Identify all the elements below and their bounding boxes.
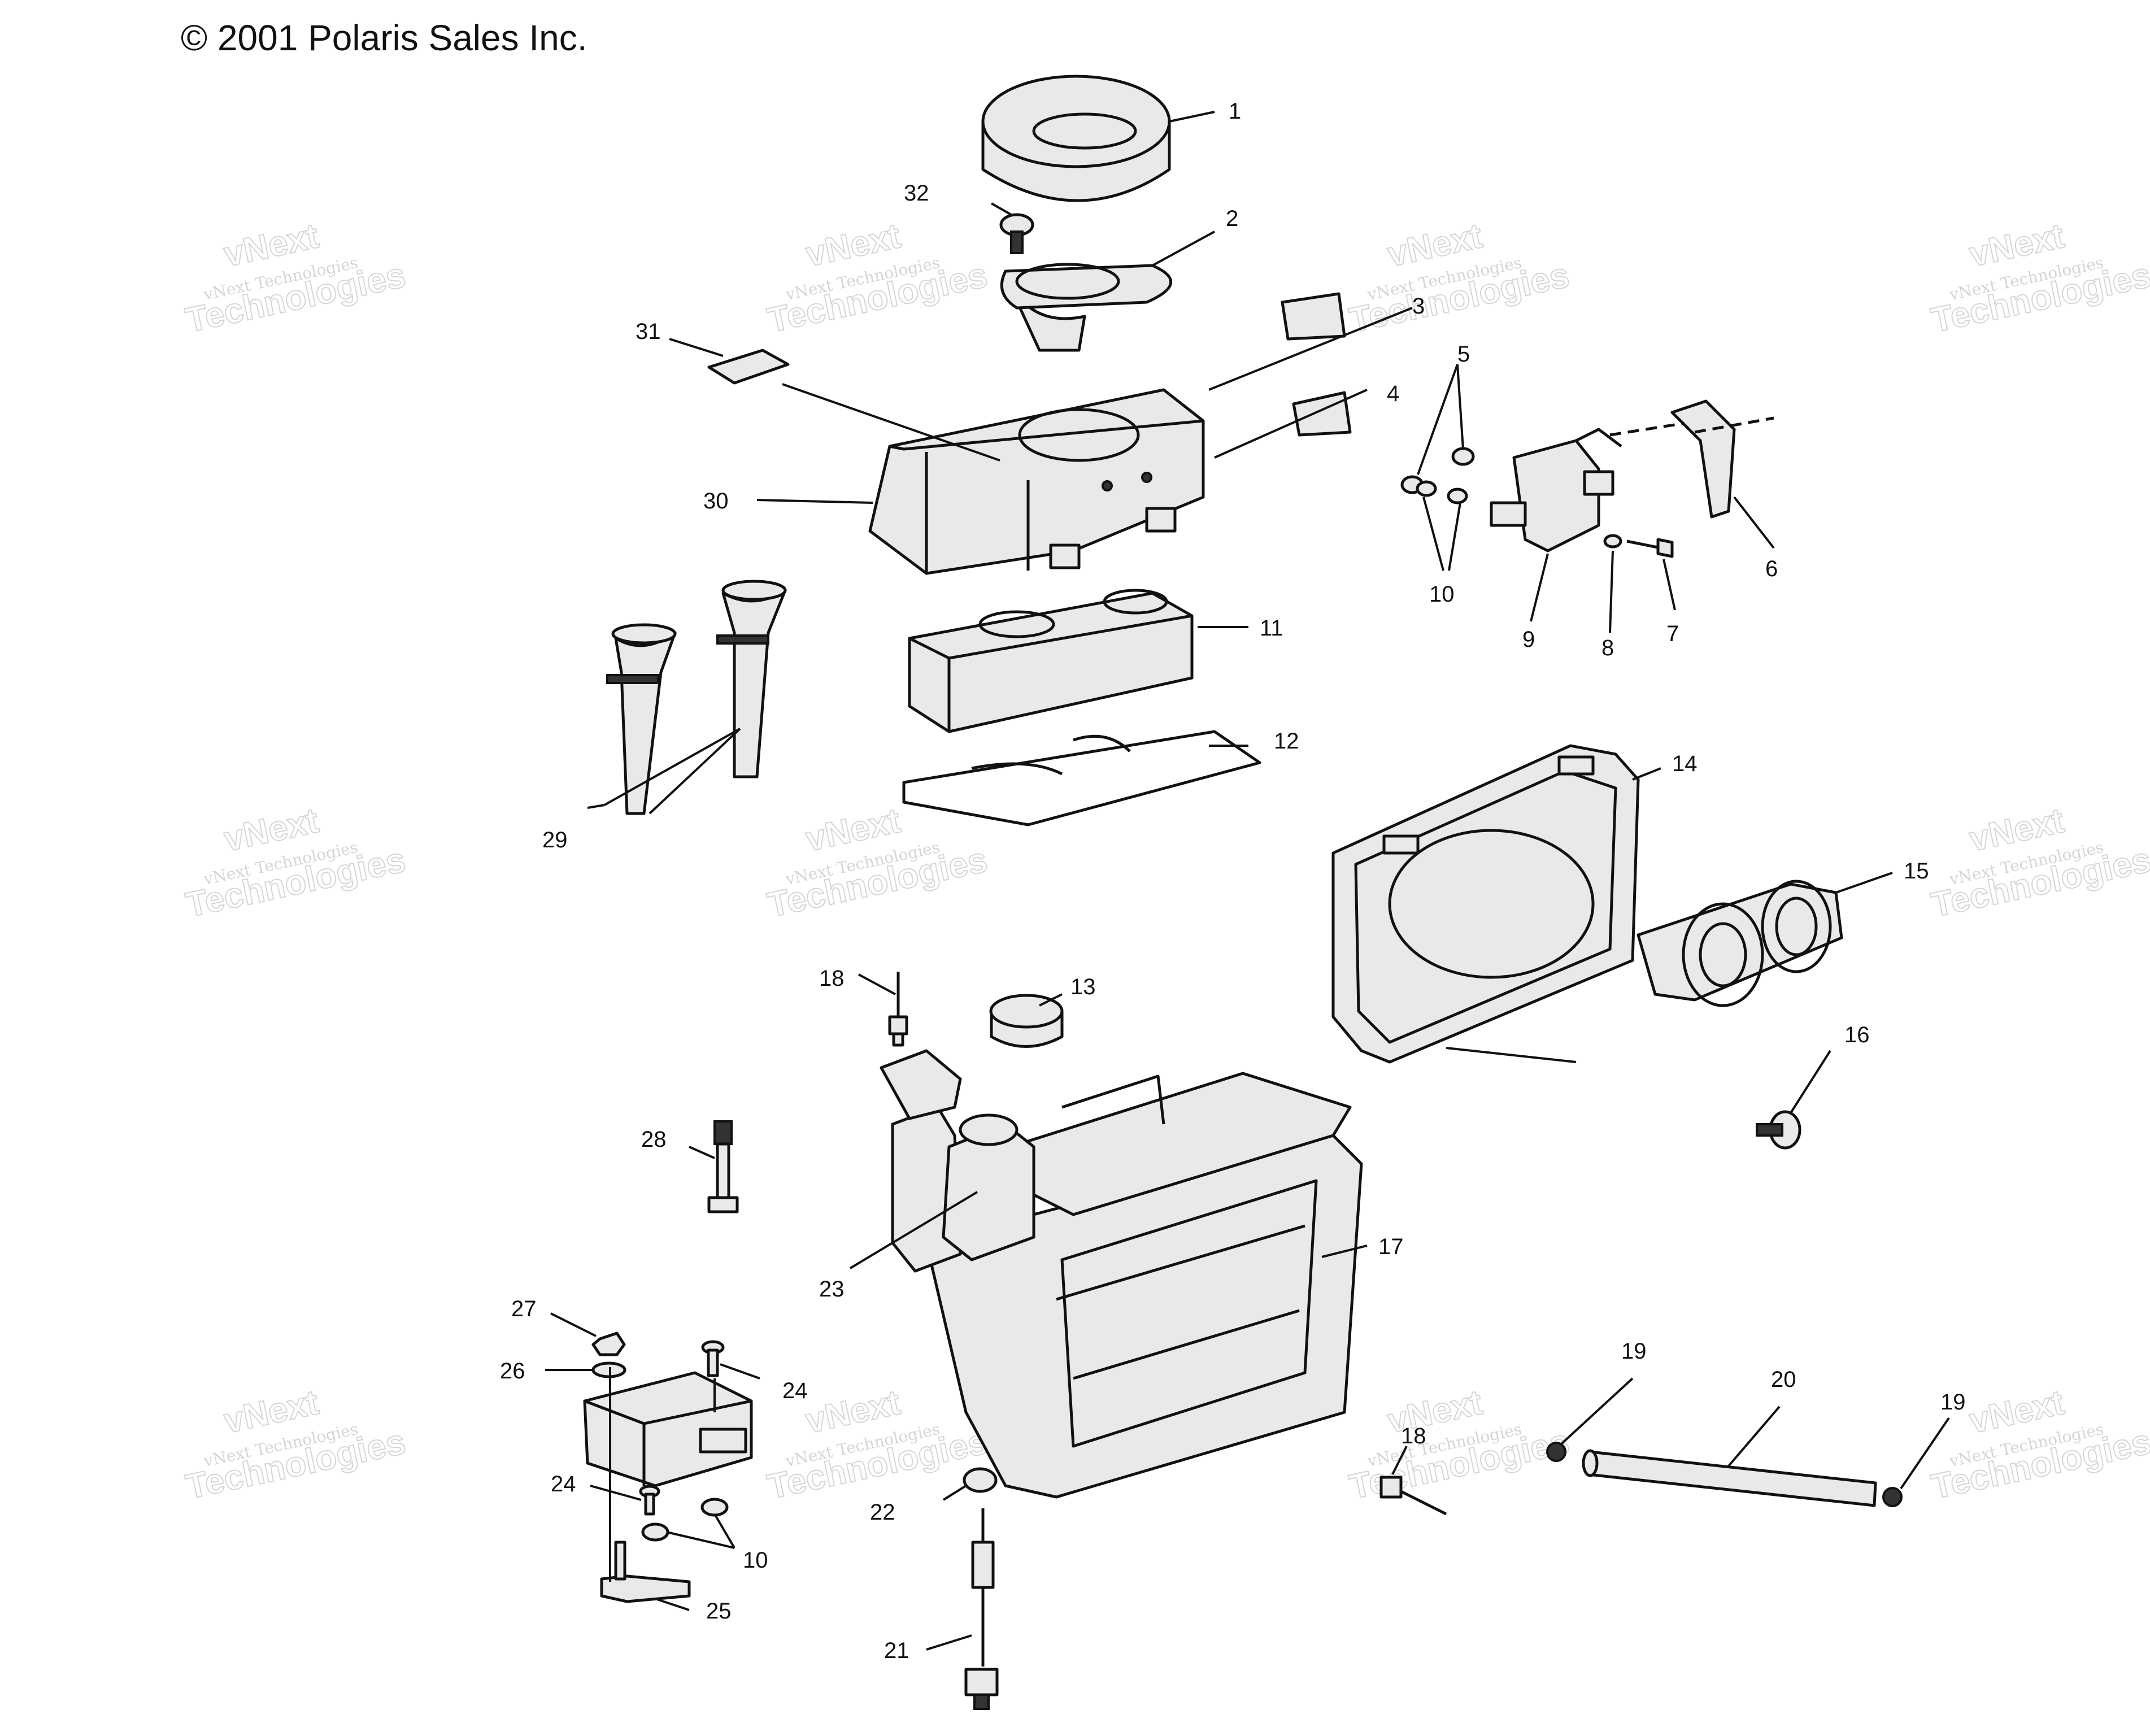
callout-19-right: 19 — [1940, 1390, 1966, 1415]
callout-9: 9 — [1522, 627, 1535, 652]
callout-4: 4 — [1387, 381, 1399, 406]
part-24-screw-bottom — [639, 1485, 660, 1516]
callout-15: 15 — [1904, 859, 1929, 884]
callout-28: 28 — [641, 1127, 667, 1152]
callout-23: 23 — [819, 1277, 845, 1302]
part-3-decal — [1281, 292, 1346, 341]
callout-11: 11 — [1260, 616, 1283, 641]
part-8-washer — [1603, 534, 1622, 549]
part-6-bracket — [1670, 399, 1774, 519]
part-7-bolt — [1626, 538, 1674, 558]
callout-6: 6 — [1765, 556, 1778, 581]
callout-13: 13 — [1070, 974, 1096, 999]
leader-lines — [545, 111, 1950, 1651]
part-14-airbox-housing — [1331, 744, 1640, 1064]
callout-30: 30 — [703, 489, 729, 514]
part-29-intake-horns — [606, 580, 787, 815]
callout-24-lower: 24 — [551, 1472, 576, 1496]
part-25-bracket — [600, 1541, 691, 1603]
callout-10-lower: 10 — [743, 1548, 768, 1573]
callout-27: 27 — [511, 1296, 537, 1321]
part-20-hose — [1582, 1449, 1877, 1507]
callout-12: 12 — [1274, 729, 1299, 754]
part-11-foam-filter — [908, 589, 1194, 733]
callout-21: 21 — [884, 1638, 909, 1663]
callout-14: 14 — [1672, 751, 1698, 776]
part-23-oil-reservoir — [880, 1049, 1035, 1273]
callout-16: 16 — [1844, 1023, 1870, 1047]
callout-18-top: 18 — [819, 966, 845, 991]
callout-25: 25 — [706, 1599, 732, 1624]
part-2-intake-flange — [1000, 263, 1172, 352]
part-9-ignition-coil — [1490, 416, 1718, 552]
callout-31: 31 — [636, 319, 661, 344]
part-4-decal — [1292, 391, 1352, 437]
callout-32: 32 — [904, 181, 929, 206]
callout-3: 3 — [1412, 294, 1425, 319]
part-15-outlet-duct — [1637, 880, 1843, 1007]
callout-29: 29 — [542, 828, 568, 852]
part-24-screw-top — [701, 1340, 725, 1377]
callout-labels: 1 2 3 4 5 6 7 8 9 10 11 12 13 14 15 16 1… — [500, 99, 1966, 1663]
part-10-grommets — [641, 1498, 729, 1542]
part-27-nut — [591, 1332, 626, 1356]
callout-10-upper: 10 — [1429, 582, 1455, 607]
part-19-clamp-right — [1882, 1487, 1903, 1507]
callout-1: 1 — [1229, 99, 1241, 124]
callout-5: 5 — [1457, 342, 1470, 367]
part-10-washers — [1416, 480, 1468, 504]
callout-24-upper: 24 — [782, 1378, 808, 1403]
callout-20: 20 — [1771, 1367, 1796, 1392]
part-31-decal — [707, 349, 790, 385]
callout-17: 17 — [1378, 1234, 1404, 1259]
part-21-sensor-wire — [964, 1508, 999, 1710]
callout-2: 2 — [1226, 206, 1238, 231]
part-13-cap — [989, 994, 1064, 1048]
part-5-nuts — [1400, 447, 1475, 494]
part-12-gasket — [902, 730, 1261, 826]
part-22-grommet — [963, 1467, 998, 1493]
part-28-strap — [707, 1120, 739, 1213]
callout-18-right: 18 — [1401, 1424, 1426, 1448]
part-19-clamp-left — [1546, 1442, 1566, 1462]
part-1-foam-ring — [981, 75, 1171, 202]
copyright-notice: © 2001 Polaris Sales Inc. — [181, 18, 587, 58]
part-18-push-pin — [888, 972, 908, 1047]
callout-7: 7 — [1666, 621, 1679, 646]
callout-22: 22 — [870, 1500, 895, 1525]
callout-19-left: 19 — [1621, 1339, 1647, 1364]
part-32-push-rivet — [999, 213, 1034, 254]
part-18-push-pin-right — [1379, 1476, 1447, 1516]
callout-26: 26 — [500, 1359, 525, 1383]
callout-8: 8 — [1601, 636, 1614, 660]
part-30-airbox-cover — [868, 388, 1205, 575]
part-16-push-rivet — [1756, 1110, 1801, 1150]
